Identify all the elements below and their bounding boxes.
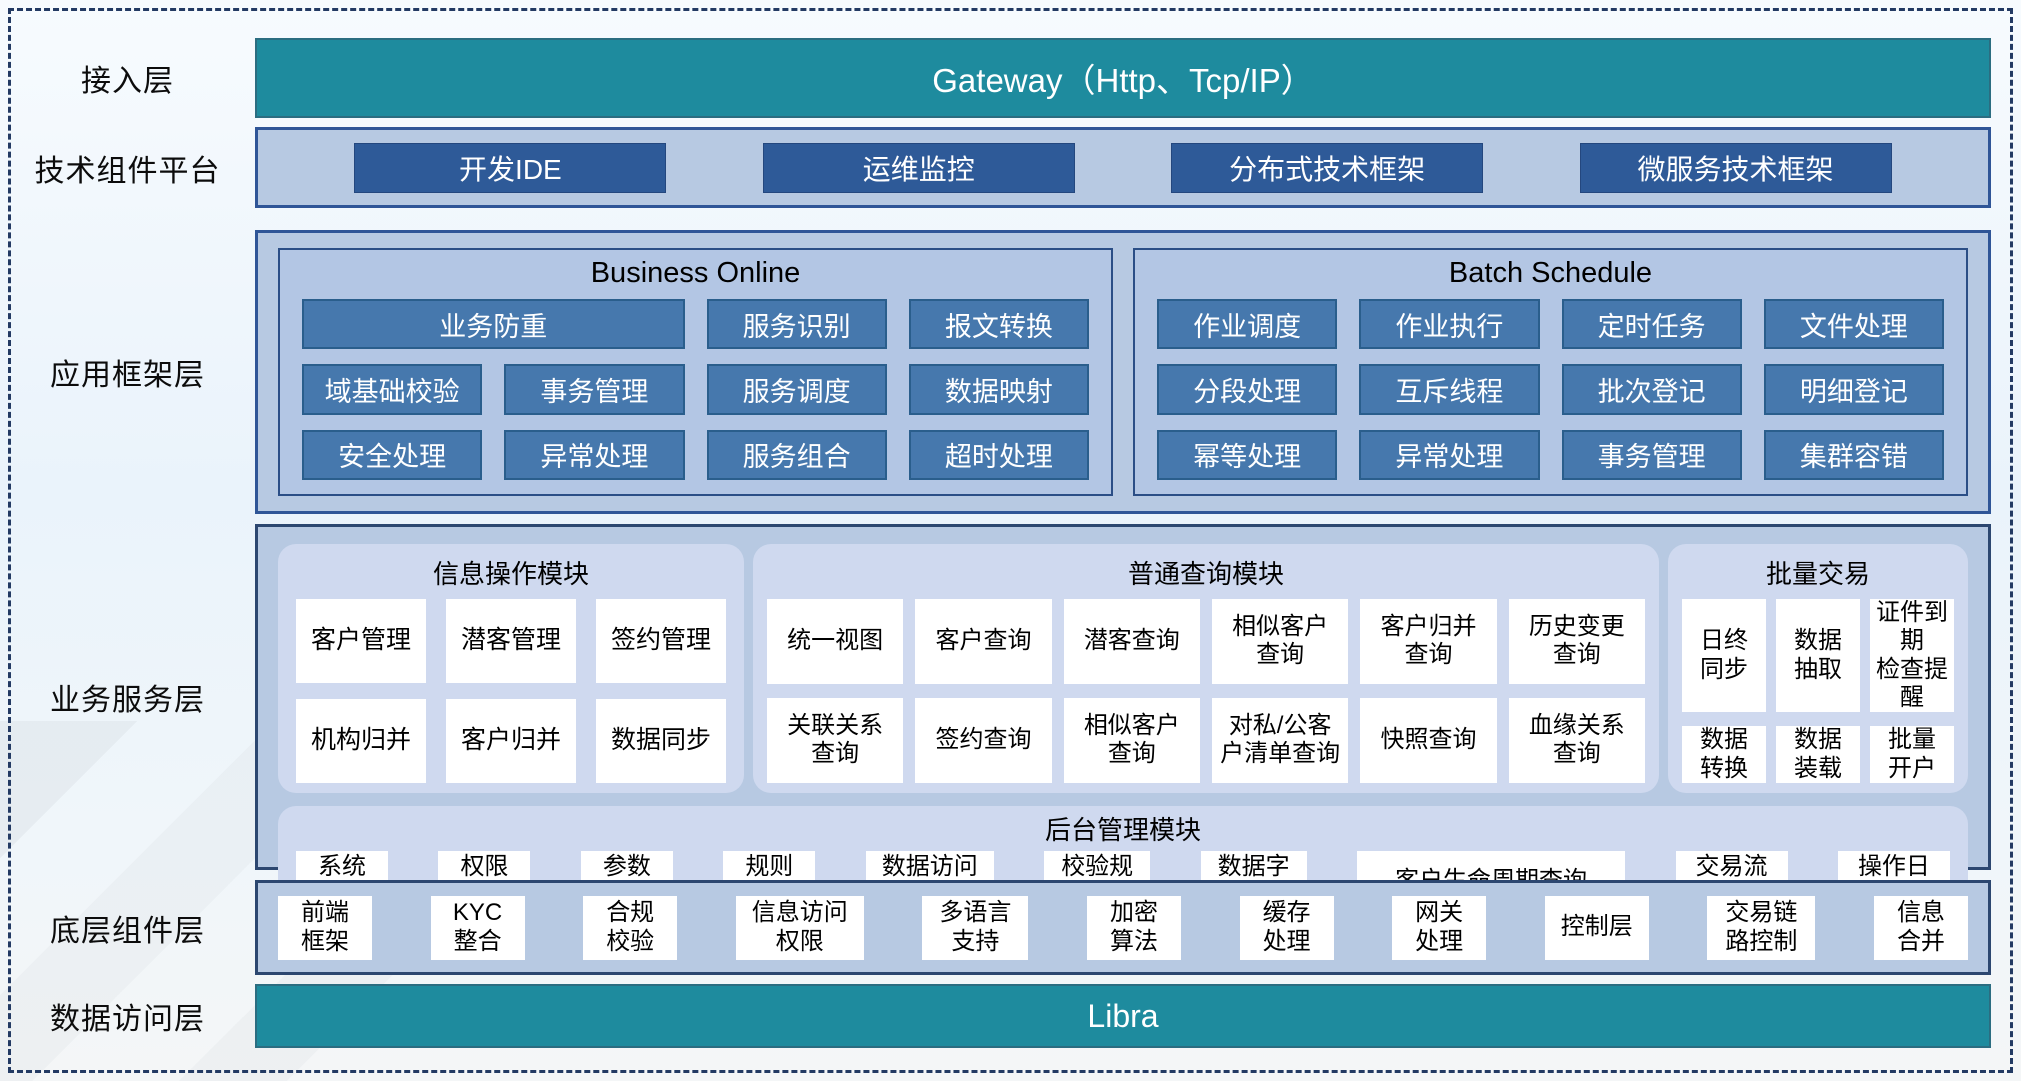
service-cell: 统一视图	[767, 599, 904, 684]
libra-bar: Libra	[255, 984, 1991, 1048]
bs-item: 批次登记	[1561, 364, 1742, 415]
service-cell: 数据 抽取	[1776, 599, 1860, 713]
business-online-title: Business Online	[590, 257, 801, 289]
layer-label-tech-platform: 技术组件平台	[34, 154, 221, 188]
tech-item-ops-monitoring: 运维监控	[762, 142, 1075, 193]
layer-label-business-service: 业务服务层	[50, 684, 205, 717]
layer-label-access: 接入层	[81, 65, 174, 98]
batch-schedule-grid: 作业调度 作业执行 定时任务 文件处理 分段处理 互斥线程 批次登记 明细登记 …	[1157, 299, 1944, 480]
batch-trade-cells: 日终 同步 数据 抽取 证件到期 检查提醒 数据 转换 数据 装载 批量 开户	[1682, 599, 1954, 783]
bo-item: 服务识别	[706, 299, 887, 350]
service-cell: 血缘关系 查询	[1508, 697, 1645, 783]
base-cell: 缓存 处理	[1239, 895, 1334, 960]
base-cell: 控制层	[1544, 895, 1649, 960]
layer-label-base-components: 底层组件层	[50, 914, 205, 948]
batch-trade-module: 批量交易 日终 同步 数据 抽取 证件到期 检查提醒 数据 转换 数据 装载 批…	[1668, 544, 1968, 793]
app-framework-row: 应用框架层 Business Online 业务防重 服务识别 报文转换 域基础…	[0, 230, 2021, 514]
business-service-row: 业务服务层 信息操作模块 客户管理 潜客管理 签约管理 机构归并 客户归并	[0, 524, 2021, 919]
service-cell: 客户查询	[915, 599, 1052, 684]
base-cell: 信息访问 权限	[735, 895, 864, 960]
bo-item: 事务管理	[504, 364, 685, 415]
service-cell: 证件到期 检查提醒	[1870, 599, 1954, 713]
base-cell: 合规 校验	[583, 895, 678, 960]
bo-item: 异常处理	[504, 429, 685, 480]
info-ops-title: 信息操作模块	[432, 559, 589, 589]
business-online-grid: 业务防重 服务识别 报文转换 域基础校验 事务管理 服务调度 数据映射 安全处理…	[302, 299, 1089, 480]
data-access-row: 数据访问层 Libra	[0, 984, 2021, 1048]
app-framework-panel: Business Online 业务防重 服务识别 报文转换 域基础校验 事务管…	[255, 230, 1991, 514]
service-cell: 数据 装载	[1776, 726, 1860, 783]
base-cell: KYC 整合	[430, 895, 525, 960]
bs-item: 事务管理	[1561, 429, 1742, 480]
bo-item: 报文转换	[908, 299, 1089, 350]
bs-item: 作业执行	[1359, 299, 1540, 350]
service-cell: 快照查询	[1360, 697, 1497, 783]
service-cell: 相似客户 查询	[1063, 697, 1200, 783]
base-cell: 网关 处理	[1392, 895, 1487, 960]
service-cell: 日终 同步	[1682, 599, 1766, 713]
batch-schedule-title: Batch Schedule	[1448, 257, 1653, 289]
service-cell: 相似客户 查询	[1211, 599, 1349, 684]
bo-item: 数据映射	[908, 364, 1089, 415]
bo-item: 安全处理	[302, 429, 483, 480]
service-cell: 客户归并	[446, 698, 576, 783]
bs-item: 互斥线程	[1359, 364, 1540, 415]
access-layer-row: 接入层 Gateway（Http、Tcp/IP）	[0, 38, 2021, 118]
bs-item: 定时任务	[1561, 299, 1742, 350]
common-query-cells: 统一视图 客户查询 潜客查询 相似客户 查询 客户归并 查询 历史变更 查询 关…	[767, 599, 1645, 783]
bo-item: 超时处理	[908, 429, 1089, 480]
bo-item: 服务调度	[706, 364, 887, 415]
base-cell: 信息 合并	[1873, 895, 1968, 960]
base-components-row: 底层组件层 前端 框架 KYC 整合 合规 校验 信息访问 权限 多语言 支持 …	[0, 880, 2021, 975]
batch-schedule-panel: Batch Schedule 作业调度 作业执行 定时任务 文件处理 分段处理 …	[1133, 248, 1968, 496]
layer-label-data-access: 数据访问层	[50, 1003, 205, 1036]
service-cell: 潜客查询	[1063, 599, 1200, 684]
base-cell: 加密 算法	[1086, 895, 1181, 960]
layer-stack: 接入层 Gateway（Http、Tcp/IP） 技术组件平台 开发IDE 运维…	[0, 38, 2021, 1048]
service-cell: 数据 转换	[1682, 726, 1766, 783]
tech-item-dev-ide: 开发IDE	[354, 142, 667, 193]
service-cell: 批量 开户	[1870, 726, 1954, 783]
tech-platform-panel: 开发IDE 运维监控 分布式技术框架 微服务技术框架	[255, 127, 1991, 208]
base-components-panel: 前端 框架 KYC 整合 合规 校验 信息访问 权限 多语言 支持 加密 算法 …	[255, 880, 1991, 975]
service-cell: 数据同步	[596, 698, 726, 783]
bo-item: 服务组合	[706, 429, 887, 480]
tech-platform-row: 技术组件平台 开发IDE 运维监控 分布式技术框架 微服务技术框架	[0, 127, 2021, 208]
bo-item: 业务防重	[302, 299, 685, 350]
base-cell: 多语言 支持	[922, 895, 1029, 960]
bs-item: 异常处理	[1359, 429, 1540, 480]
base-cell: 交易链 路控制	[1707, 895, 1816, 960]
gateway-bar: Gateway（Http、Tcp/IP）	[255, 38, 1991, 118]
service-cell: 历史变更 查询	[1508, 599, 1645, 684]
service-cell: 潜客管理	[446, 599, 576, 683]
info-ops-module: 信息操作模块 客户管理 潜客管理 签约管理 机构归并 客户归并 数据同步	[278, 544, 744, 793]
bs-item: 幂等处理	[1157, 429, 1338, 480]
business-online-panel: Business Online 业务防重 服务识别 报文转换 域基础校验 事务管…	[278, 248, 1113, 496]
tech-item-microservice-framework: 微服务技术框架	[1579, 142, 1892, 193]
bs-item: 文件处理	[1763, 299, 1944, 350]
service-cell: 签约查询	[915, 697, 1052, 783]
service-cell: 客户归并 查询	[1360, 599, 1497, 684]
bs-item: 作业调度	[1157, 299, 1338, 350]
bs-item: 分段处理	[1157, 364, 1338, 415]
admin-module-title: 后台管理模块	[1044, 814, 1201, 845]
layer-label-app-framework: 应用框架层	[50, 359, 205, 392]
tech-item-distributed-framework: 分布式技术框架	[1171, 142, 1484, 193]
bs-item: 集群容错	[1763, 429, 1944, 480]
bs-item: 明细登记	[1763, 364, 1944, 415]
service-cell: 机构归并	[296, 698, 426, 783]
info-ops-cells: 客户管理 潜客管理 签约管理 机构归并 客户归并 数据同步	[292, 599, 730, 783]
service-cell: 签约管理	[596, 599, 726, 683]
service-cell: 客户管理	[296, 599, 426, 683]
service-modules: 信息操作模块 客户管理 潜客管理 签约管理 机构归并 客户归并 数据同步	[278, 544, 1968, 793]
bo-item: 域基础校验	[302, 364, 483, 415]
common-query-title: 普通查询模块	[1127, 559, 1284, 589]
service-cell: 对私/公客 户清单查询	[1211, 697, 1349, 783]
base-cell: 前端 框架	[278, 895, 372, 960]
batch-trade-title: 批量交易	[1765, 559, 1870, 589]
common-query-module: 普通查询模块 统一视图 客户查询 潜客查询 相似客户 查询 客户归并 查询 历史…	[753, 544, 1659, 793]
service-cell: 关联关系 查询	[767, 697, 904, 783]
business-service-panel: 信息操作模块 客户管理 潜客管理 签约管理 机构归并 客户归并 数据同步	[255, 524, 1991, 919]
